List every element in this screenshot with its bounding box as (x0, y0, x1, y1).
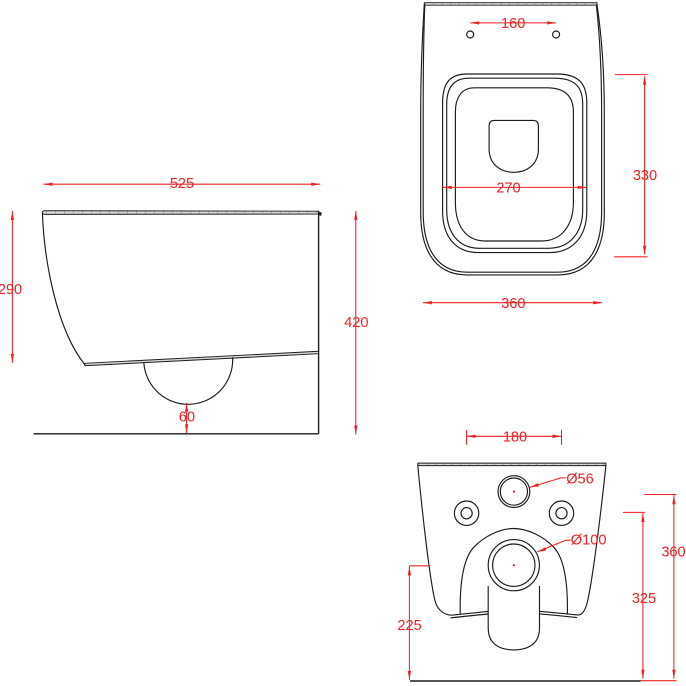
back-bottom-edge-left (451, 610, 489, 616)
dim-back-inlet-height-label: 360 (661, 545, 685, 561)
side-trap-arc (143, 357, 234, 405)
back-outlet-center-mark (512, 564, 515, 567)
dim-side-front-height-label: 290 (0, 282, 22, 298)
dim-side-total-height-label: 420 (344, 315, 368, 331)
top-bowl-rim (454, 87, 574, 242)
side-wall-nub (318, 212, 322, 216)
dim-side-depth-label: 525 (170, 176, 194, 192)
top-fixing-hole-right (552, 30, 561, 39)
back-fixing-hole-right-inner (555, 507, 568, 520)
dim-back-outlet-diameter: Ø100 (537, 533, 607, 553)
dim-back-inlet-diameter: Ø56 (529, 471, 594, 488)
back-inlet-outer (497, 475, 531, 509)
side-front-edge (41, 212, 86, 365)
dim-back-hole-height: 325 (622, 511, 656, 679)
side-bottom-edge (84, 350, 320, 367)
dim-back-hole-height-label: 325 (632, 591, 656, 607)
dim-top-overall-width: 360 (422, 296, 603, 312)
top-fixing-hole-left (466, 30, 475, 39)
back-bottom-rim-left (450, 613, 489, 619)
back-fixing-hole-right-outer (548, 500, 575, 526)
dim-side-depth: 525 (43, 176, 321, 192)
back-inlet-inner (499, 477, 529, 506)
back-outlet-inner (492, 543, 536, 587)
back-fixing-hole-left-outer (453, 500, 480, 526)
dim-back-hole-spacing: 180 (466, 430, 563, 446)
back-inlet-center-mark (512, 490, 516, 493)
dim-top-hole-spacing-label: 160 (501, 16, 525, 32)
dim-side-trap-clearance: 60 (179, 402, 195, 434)
dim-back-outlet-height-label: 225 (397, 618, 421, 634)
dim-back-inlet-diameter-label: Ø56 (566, 471, 594, 487)
dim-side-total-height: 420 (344, 210, 368, 435)
back-top-edge (417, 462, 607, 467)
back-outlet-outer (487, 539, 540, 592)
back-right-edge (578, 465, 607, 616)
back-bottom-rim-right (539, 613, 578, 619)
back-view: 180 Ø56 Ø100 225 325 (397, 430, 686, 682)
dim-side-front-height: 290 (0, 211, 22, 363)
dim-back-outlet-diameter-label: Ø100 (571, 533, 607, 549)
top-outline-outer (420, 3, 605, 276)
dim-top-seat-length-label: 330 (633, 168, 657, 184)
dim-top-seat-length: 330 (614, 74, 657, 258)
back-outlet-pipe (487, 586, 541, 651)
top-view: 160 270 360 330 (420, 2, 657, 312)
dim-back-outlet-height: 225 (397, 565, 431, 680)
top-drain-opening (488, 119, 539, 173)
top-seat-inner (446, 77, 584, 249)
dim-top-hole-spacing: 160 (470, 16, 557, 32)
top-seat-outer (442, 73, 588, 254)
dim-top-bowl-width: 270 (442, 180, 587, 196)
dim-top-overall-width-label: 360 (501, 296, 525, 312)
dim-back-hole-spacing-label: 180 (503, 430, 527, 446)
back-bottom-edge-right (539, 610, 579, 616)
dim-top-bowl-width-label: 270 (496, 180, 520, 196)
back-trap-hump (459, 527, 569, 614)
side-seat-edge (41, 210, 320, 215)
dim-side-trap-clearance-label: 60 (179, 410, 195, 426)
back-left-edge (417, 465, 452, 616)
back-fixing-hole-left-inner (460, 507, 473, 520)
dim-back-inlet-height: 360 (644, 493, 686, 679)
side-view: 525 290 420 60 (0, 176, 368, 435)
top-outline-inner (422, 5, 603, 273)
top-rear-edge (423, 2, 598, 6)
